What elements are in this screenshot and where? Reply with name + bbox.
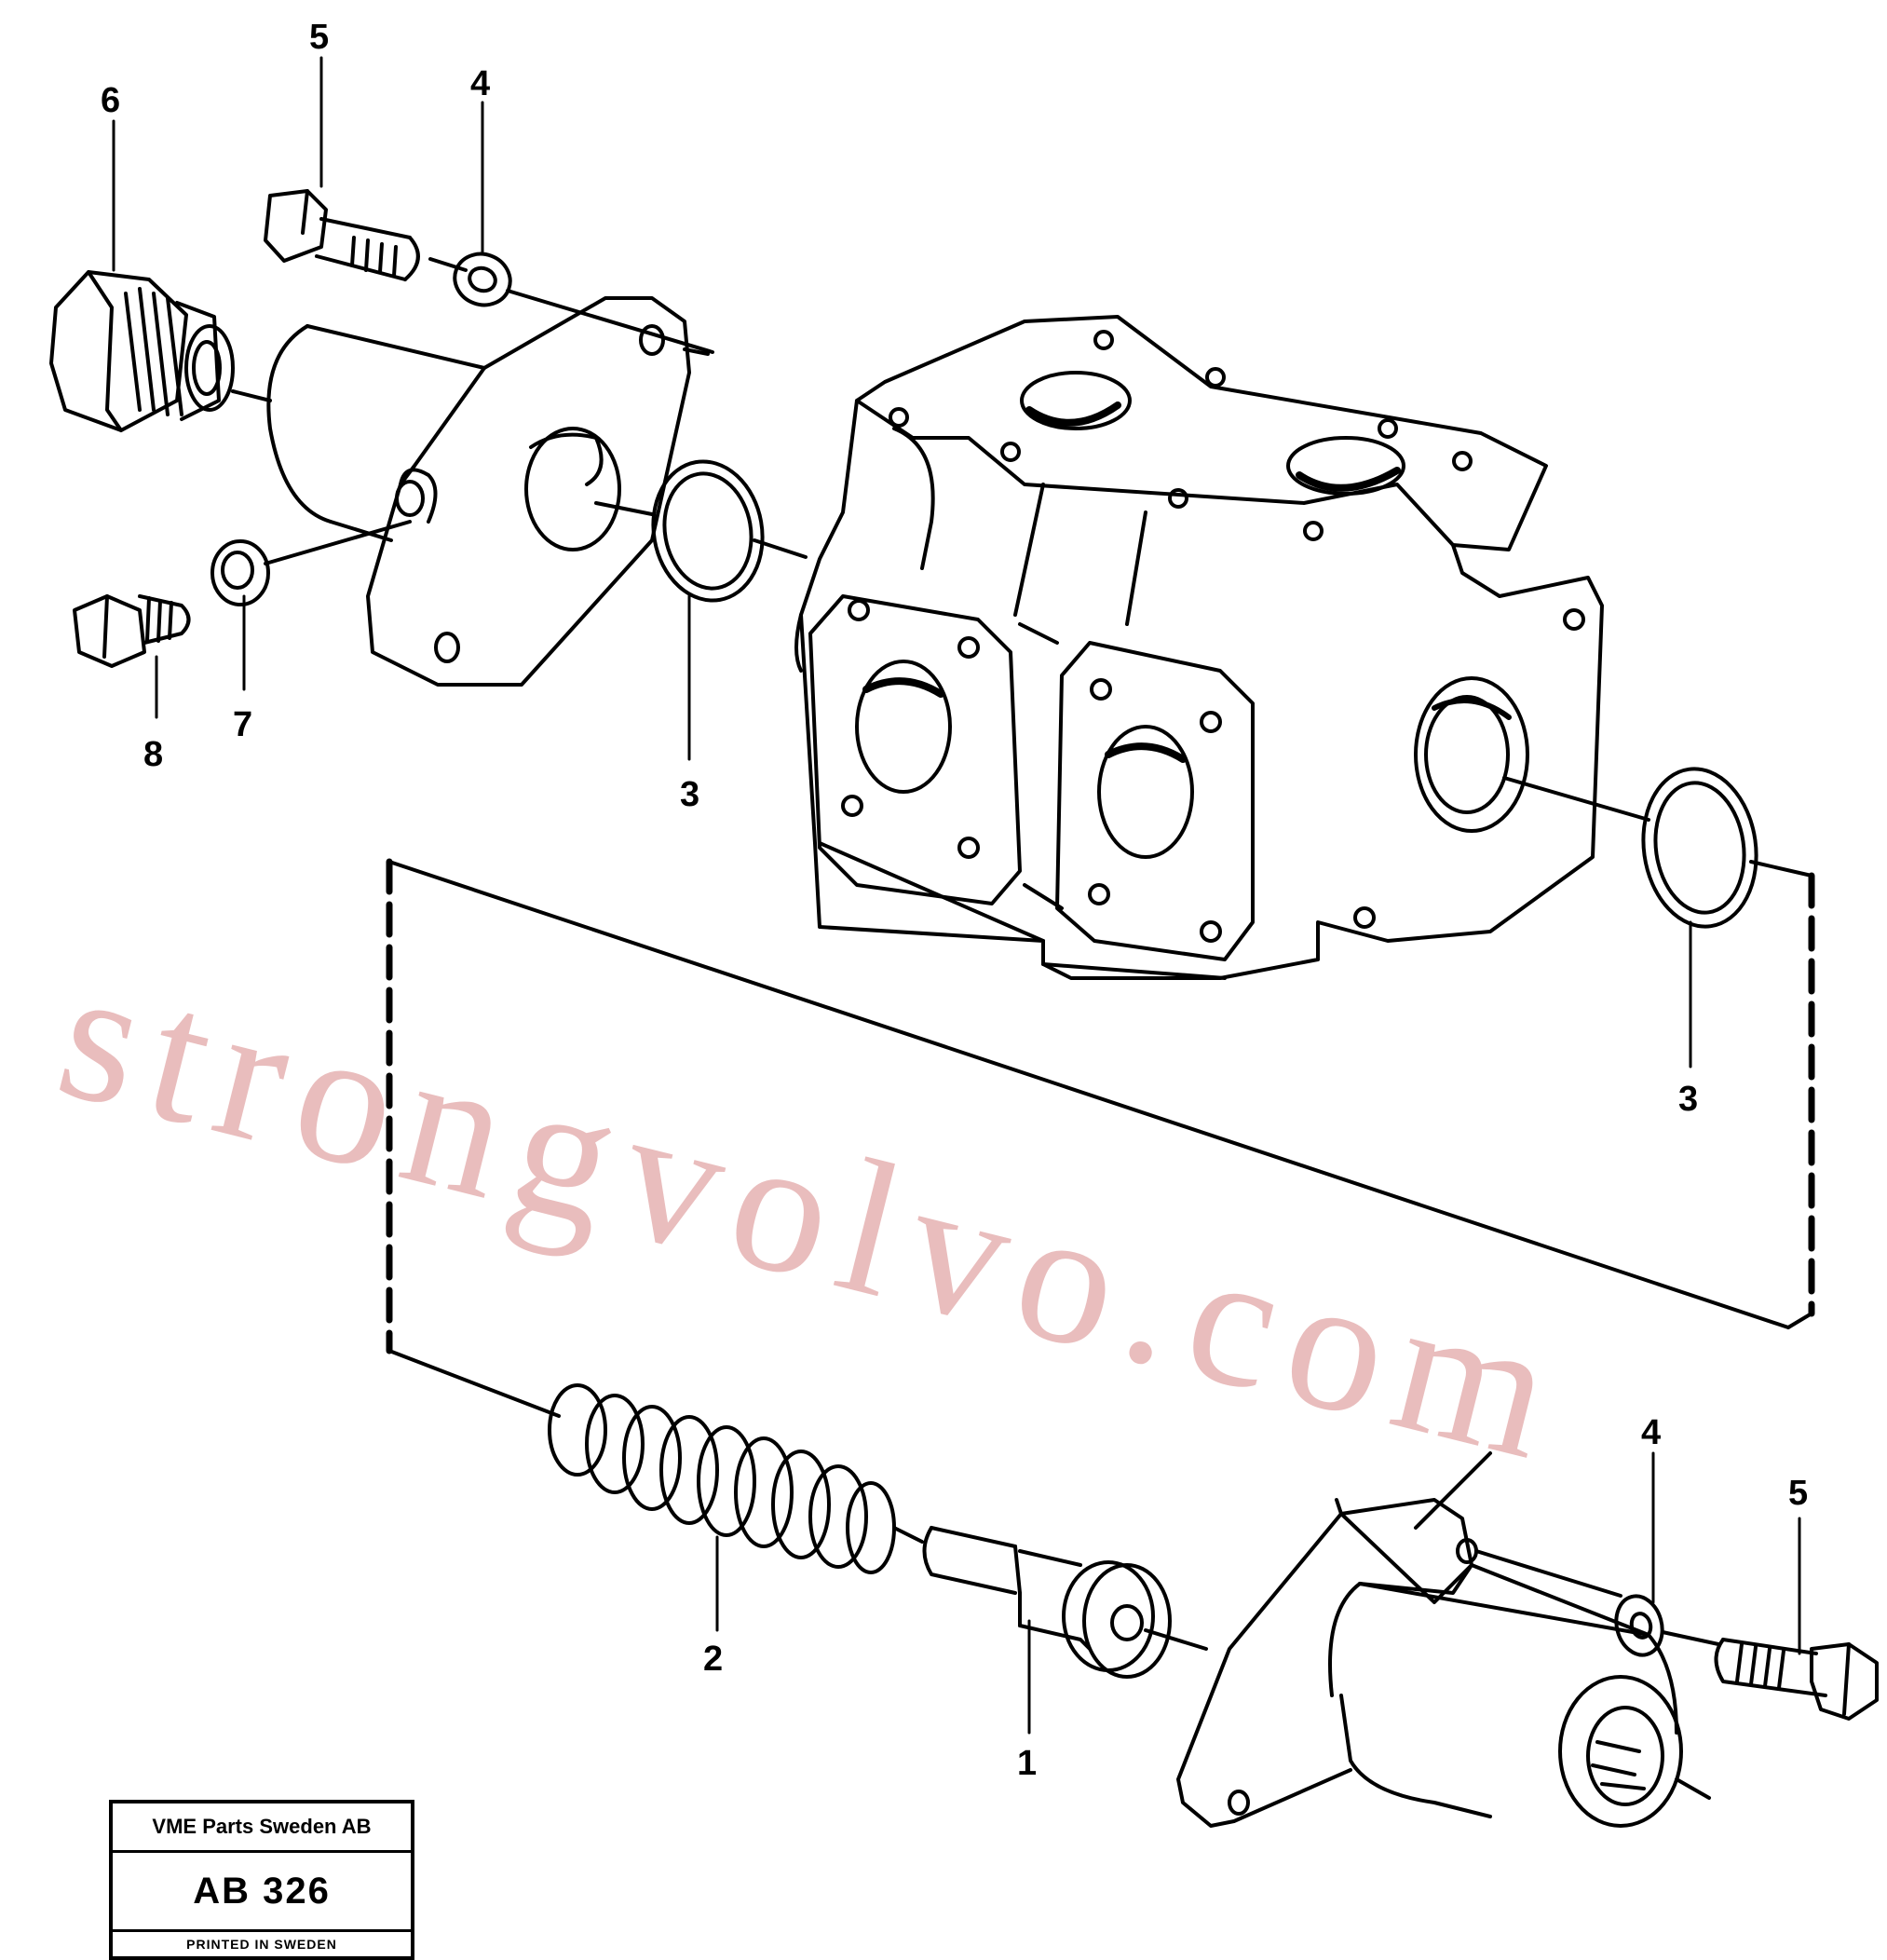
end-cover-top [266,296,710,687]
callout-7: 7 [233,705,252,744]
publisher-stamp: VME Parts Sweden AB AB 326 PRINTED IN SW… [109,1800,414,1960]
callout-1: 1 [1017,1744,1037,1783]
callout-4-bottom: 4 [1641,1413,1661,1452]
callout-4-top: 4 [470,64,490,103]
stamp-printed: PRINTED IN SWEDEN [113,1929,411,1956]
bolt-5-bottom [1714,1638,1879,1721]
end-cover-bottom [1176,1451,1711,1828]
o-ring-3-right [1502,767,1813,929]
callout-8: 8 [143,735,163,774]
callout-5-bottom: 5 [1788,1474,1808,1513]
assembly-guide-frame [386,858,1815,1418]
callout-2: 2 [703,1640,723,1679]
callout-leaders [112,56,1801,1735]
spool-1 [922,1526,1208,1679]
callout-5-top: 5 [309,18,329,57]
watermark-text: strongvolvo.com [41,925,1586,1503]
stamp-code: AB 326 [193,1870,331,1912]
callout-3-right: 3 [1678,1080,1698,1119]
washer-4-bottom [1614,1594,1720,1657]
valve-housing [794,315,1604,980]
callout-3-left: 3 [680,775,699,814]
callout-6: 6 [101,81,120,120]
spring-2 [548,1383,924,1574]
washer-7 [210,520,412,606]
stamp-company: VME Parts Sweden AB [113,1803,411,1853]
bolt-8 [73,594,191,668]
plug-6 [49,270,272,432]
bolt-5-top [264,189,468,281]
o-ring-3-left [594,459,808,603]
washer-4-top [453,252,714,354]
